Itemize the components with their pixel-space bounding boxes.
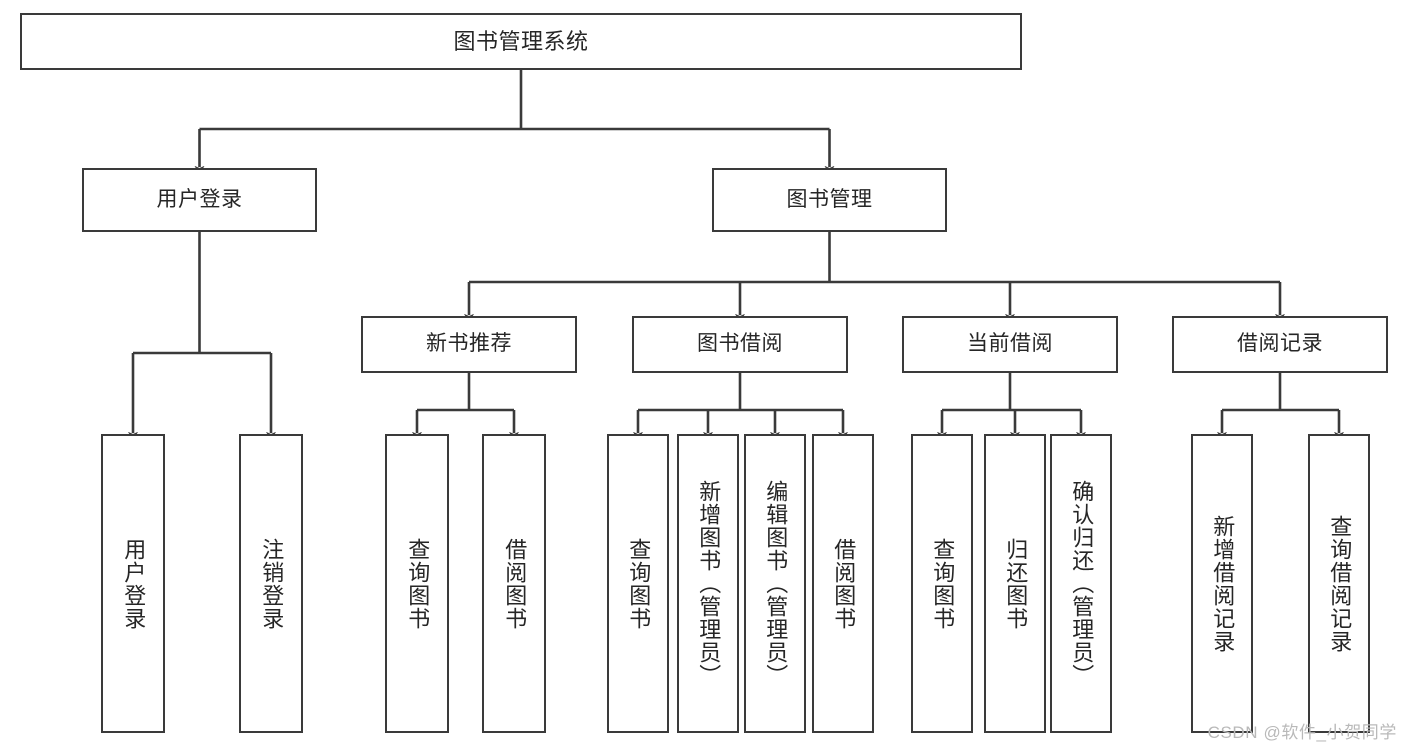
node-label: 查询借阅记录	[1327, 514, 1353, 653]
node-leaf_login1[interactable]: 用户登录	[101, 434, 165, 733]
node-leaf_c3[interactable]: 确认归还（管理员）	[1050, 434, 1112, 733]
node-label: 查询图书	[626, 537, 652, 630]
node-leaf_b1[interactable]: 查询图书	[607, 434, 669, 733]
node-label: 借阅记录	[1237, 332, 1323, 356]
node-login[interactable]: 用户登录	[82, 168, 317, 232]
node-borrow[interactable]: 图书借阅	[632, 316, 848, 373]
node-leaf_r1[interactable]: 新增借阅记录	[1191, 434, 1253, 733]
node-leaf_r2[interactable]: 查询借阅记录	[1308, 434, 1370, 733]
node-label: 编辑图书（管理员）	[763, 480, 789, 687]
node-leaf_nb2[interactable]: 借阅图书	[482, 434, 546, 733]
node-label: 当前借阅	[967, 332, 1053, 356]
node-leaf_b2[interactable]: 新增图书（管理员）	[677, 434, 739, 733]
node-label: 图书管理系统	[453, 28, 589, 54]
node-root[interactable]: 图书管理系统	[20, 13, 1022, 70]
node-label: 图书借阅	[697, 332, 783, 356]
node-label: 新书推荐	[426, 332, 512, 356]
node-label: 新增借阅记录	[1210, 514, 1236, 653]
node-bookmgmt[interactable]: 图书管理	[712, 168, 947, 232]
node-label: 用户登录	[156, 187, 243, 211]
node-label: 归还图书	[1003, 537, 1029, 630]
node-label: 查询图书	[405, 537, 431, 630]
node-leaf_c2[interactable]: 归还图书	[984, 434, 1046, 733]
node-records[interactable]: 借阅记录	[1172, 316, 1388, 373]
node-newbook[interactable]: 新书推荐	[361, 316, 577, 373]
node-label: 借阅图书	[831, 537, 857, 630]
node-label: 确认归还（管理员）	[1069, 480, 1095, 687]
node-leaf_b3[interactable]: 编辑图书（管理员）	[744, 434, 806, 733]
node-leaf_login2[interactable]: 注销登录	[239, 434, 303, 733]
node-label: 新增图书（管理员）	[696, 480, 722, 687]
node-label: 借阅图书	[502, 537, 528, 630]
csdn-watermark: CSDN @软件_小贺同学	[1207, 723, 1397, 742]
node-leaf_b4[interactable]: 借阅图书	[812, 434, 874, 733]
node-leaf_c1[interactable]: 查询图书	[911, 434, 973, 733]
node-label: 查询图书	[930, 537, 956, 630]
node-leaf_nb1[interactable]: 查询图书	[385, 434, 449, 733]
node-label: 注销登录	[259, 537, 285, 630]
node-label: 用户登录	[121, 537, 147, 630]
node-current[interactable]: 当前借阅	[902, 316, 1118, 373]
node-label: 图书管理	[786, 187, 873, 211]
